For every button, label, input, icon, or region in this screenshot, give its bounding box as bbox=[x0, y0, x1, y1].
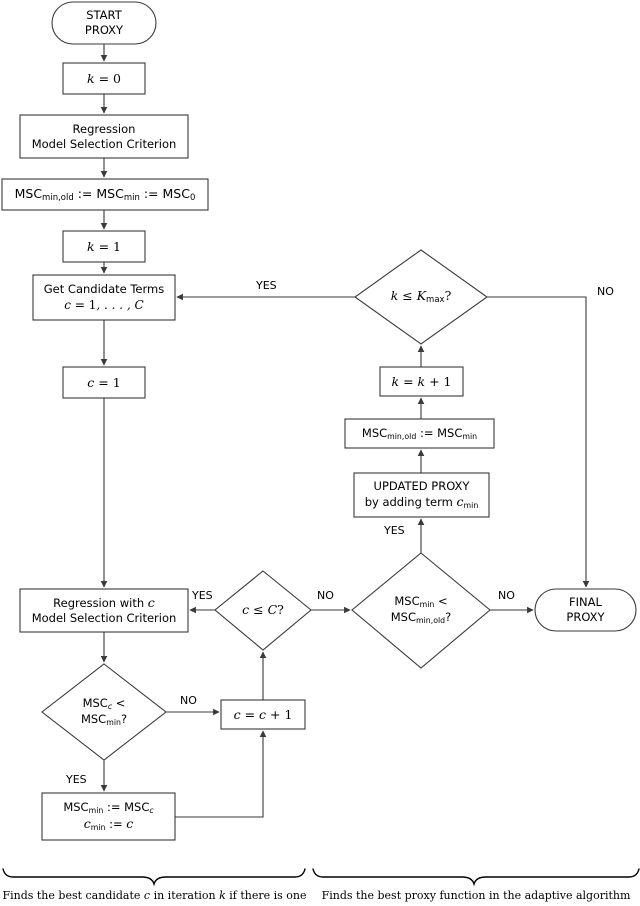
edge-label-no-kmax-to-final: NO bbox=[597, 285, 614, 298]
shape-k-zero bbox=[62, 62, 146, 95]
edge-kmax-no-to-final bbox=[487, 296, 590, 588]
shape-regression-initial bbox=[19, 114, 189, 159]
shape-regression-with-c bbox=[19, 588, 189, 633]
edge-label-yes-mscmin-to-updated: YES bbox=[384, 524, 405, 537]
edge-label-no-mscmin-to-final: NO bbox=[498, 589, 515, 602]
caption-right: Finds the best proxy function in the ada… bbox=[321, 889, 631, 902]
shape-k-one bbox=[62, 230, 146, 263]
edge-update-to-increment bbox=[175, 730, 267, 818]
shape-msc-update bbox=[41, 792, 176, 841]
brace-right bbox=[312, 868, 640, 887]
edge-label-yes-mscc-to-update: YES bbox=[66, 773, 87, 786]
edge-label-no-cleC-to-mscmin: NO bbox=[317, 589, 334, 602]
shape-start-proxy bbox=[51, 1, 157, 45]
shape-msc-min-decision bbox=[351, 552, 491, 669]
brace-left bbox=[2, 868, 306, 887]
shape-msc-init bbox=[1, 178, 209, 211]
shape-msc-carry bbox=[344, 418, 495, 449]
edge-label-yes-cleC-to-regression: YES bbox=[192, 589, 213, 602]
caption-left: Finds the best candidate c in iteration … bbox=[2, 889, 307, 902]
shape-updated-proxy bbox=[353, 472, 490, 518]
edge-label-no-mscc-to-increment: NO bbox=[180, 694, 197, 707]
shape-c-one bbox=[62, 366, 146, 399]
shape-k-increment bbox=[379, 366, 464, 397]
shape-c-le-C-decision bbox=[214, 570, 312, 651]
shape-k-le-kmax-decision bbox=[354, 249, 488, 345]
shape-final-proxy bbox=[534, 588, 637, 632]
shape-msc-c-decision bbox=[41, 663, 167, 761]
shape-get-candidate-terms bbox=[32, 274, 176, 321]
edge-label-yes-kmax-to-candidates: YES bbox=[256, 279, 277, 292]
shape-c-increment bbox=[220, 699, 306, 730]
